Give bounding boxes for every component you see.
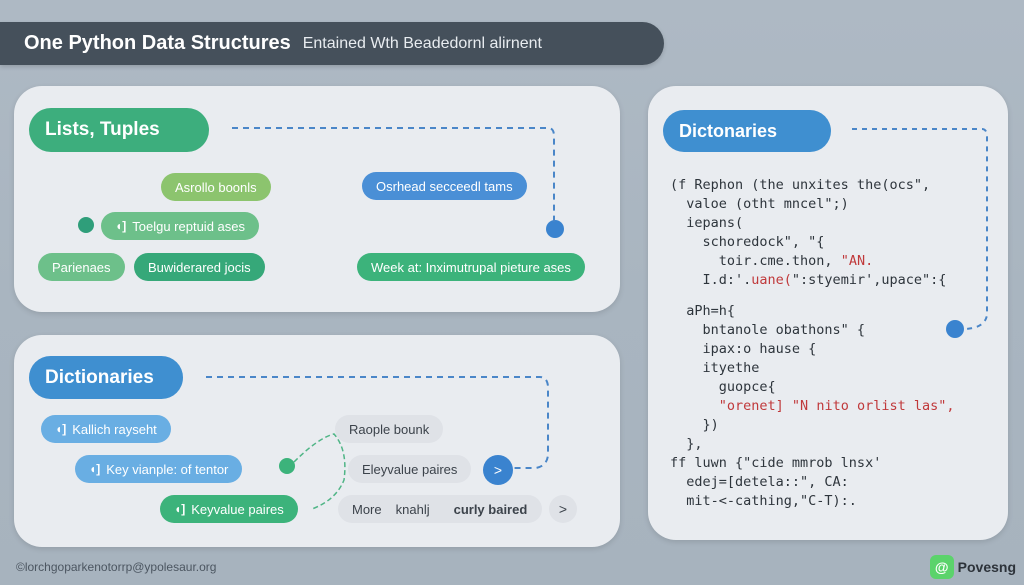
code-line: iepans( bbox=[670, 215, 744, 231]
code-line: edej=[detela::", CA: bbox=[670, 474, 849, 490]
chip-label: Week at: Inximutrupal pieture ases bbox=[371, 259, 571, 275]
code-line: }) bbox=[670, 417, 719, 433]
code-panel-heading[interactable]: Dictonaries bbox=[663, 110, 831, 152]
code-line: (f Rephon (the unxites the(ocs", bbox=[670, 177, 931, 193]
chip-parienaes[interactable]: Parienaes bbox=[38, 253, 125, 281]
brand-at-icon: @ bbox=[929, 555, 954, 579]
connector-dot bbox=[78, 217, 94, 233]
chip-asrollo[interactable]: Asrollo boonls bbox=[161, 173, 271, 201]
code-string: uane( bbox=[751, 272, 792, 288]
chip-toelgu[interactable]: ◖] Toelgu reptuid ases bbox=[101, 212, 259, 240]
page-subtitle: Entained Wth Beadedornl alirnent bbox=[302, 34, 542, 52]
code-line: ityethe bbox=[670, 360, 760, 376]
code-block-3: ff luwn {"cide mmrob lnsx' edej=[detela:… bbox=[670, 454, 881, 511]
chip-label-curly: curly baired bbox=[453, 501, 528, 517]
chip-eleyvalue-paires[interactable]: Eleyvalue paires bbox=[348, 455, 472, 483]
chip-label: Parienaes bbox=[52, 259, 111, 275]
chip-week-at[interactable]: Week at: Inximutrupal pieture ases bbox=[357, 253, 585, 281]
chip-label: Key vianple: of tentor bbox=[106, 461, 229, 477]
brand-name: Povesng bbox=[957, 559, 1016, 575]
chip-kallich[interactable]: ◖] Kallich rayseht bbox=[41, 415, 171, 443]
chip-raople-bounk[interactable]: Raople bounk bbox=[335, 415, 444, 443]
chip-label: Eleyvalue paires bbox=[362, 461, 458, 477]
code-line: bntanole obathons" { bbox=[670, 322, 866, 338]
next-arrow-button[interactable]: > bbox=[483, 455, 513, 485]
code-line: "orenet] "N nito orlist las", bbox=[670, 397, 955, 416]
chip-label: Keyvalue paires bbox=[191, 501, 284, 517]
lists-tuples-heading[interactable]: Lists, Tuples bbox=[29, 108, 209, 152]
chip-label: Asrollo boonls bbox=[175, 179, 257, 195]
more-arrow-button[interactable]: > bbox=[549, 495, 577, 523]
footer-email-link[interactable]: ©lorchgoparkenotorrp@ypolesaur.org bbox=[16, 560, 217, 574]
code-line: aPh=h{ bbox=[670, 303, 736, 319]
chip-buwiderared[interactable]: Buwiderared jocis bbox=[134, 253, 265, 281]
tag-icon: ◖] bbox=[174, 502, 186, 516]
dictionaries-heading[interactable]: Dictionaries bbox=[29, 356, 183, 399]
code-line: valoe (otht mncel";) bbox=[670, 196, 849, 212]
chip-label: Buwiderared jocis bbox=[148, 259, 251, 275]
connector-dot bbox=[546, 220, 564, 238]
chip-keyvalue-paires[interactable]: ◖] Keyvalue paires bbox=[160, 495, 298, 523]
chip-label: Raople bounk bbox=[349, 421, 430, 437]
tag-icon: ◖] bbox=[55, 422, 67, 436]
chip-more-row[interactable]: More knahlj curly baired bbox=[338, 495, 542, 523]
connector-dot bbox=[946, 320, 964, 338]
code-string: "orenet] "N nito orlist las", bbox=[718, 398, 955, 414]
chip-key-vianple[interactable]: ◖] Key vianple: of tentor bbox=[75, 455, 243, 483]
code-line: I.d:'.uane(":styemir',upace":{ bbox=[670, 272, 947, 288]
chip-label: Toelgu reptuid ases bbox=[132, 218, 245, 234]
code-line: ff luwn {"cide mmrob lnsx' bbox=[670, 455, 882, 471]
code-line: mit-<-cathing,"C-T):. bbox=[670, 493, 857, 509]
chip-label-knahlj: knahlj bbox=[395, 501, 430, 517]
code-block-1: (f Rephon (the unxites the(ocs", valoe (… bbox=[670, 176, 946, 290]
connector-dot bbox=[279, 458, 295, 474]
chip-label: Kallich rayseht bbox=[72, 421, 157, 437]
code-line: ipax:o hause { bbox=[670, 341, 817, 357]
chip-osrhead[interactable]: Osrhead secceedl tams bbox=[362, 172, 527, 200]
code-line: schoredock", "{ bbox=[670, 234, 825, 250]
code-line: }, bbox=[670, 436, 703, 452]
code-string: "AN. bbox=[840, 253, 874, 269]
page-title: One Python Data Structures bbox=[24, 32, 291, 54]
code-line: guopce{ bbox=[670, 379, 776, 395]
brand-logo: @ Povesng bbox=[929, 555, 1016, 579]
code-block-2: aPh=h{ bntanole obathons" { ipax:o hause… bbox=[670, 302, 954, 454]
tag-icon: ◖] bbox=[115, 219, 127, 233]
code-line: toir.cme.thon, "AN. bbox=[670, 253, 874, 269]
chip-label-more: More bbox=[352, 501, 382, 517]
title-bar: One Python Data Structures Entained Wth … bbox=[0, 22, 664, 65]
tag-icon: ◖] bbox=[89, 462, 101, 476]
chip-label: Osrhead secceedl tams bbox=[376, 178, 513, 194]
